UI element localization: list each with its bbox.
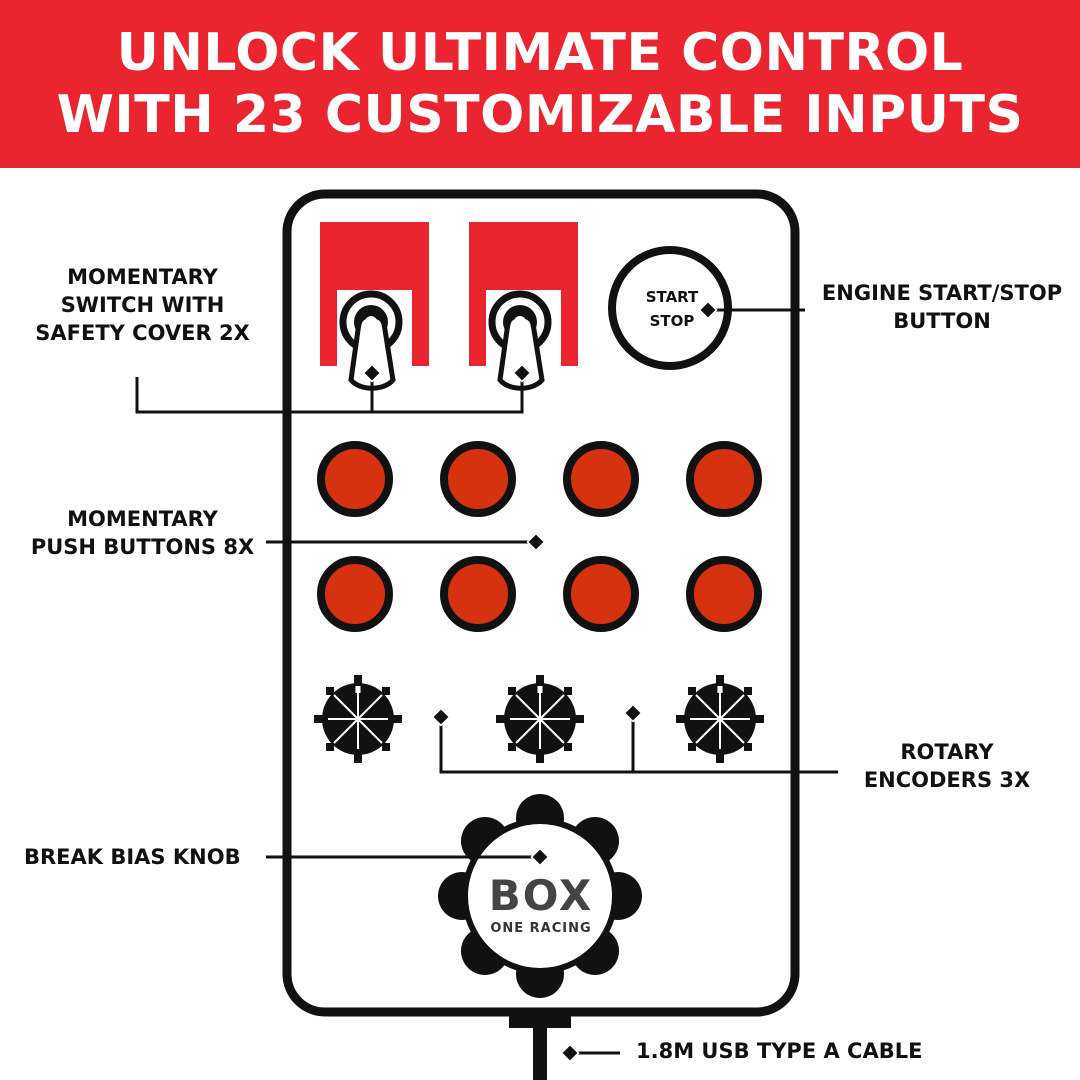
push-button[interactable]: [686, 441, 762, 517]
controller-body: [282, 189, 800, 1017]
push-button[interactable]: [440, 441, 516, 517]
bias-knob[interactable]: BOX ONE RACING: [438, 794, 642, 998]
push-button[interactable]: [317, 441, 393, 517]
stop-label: STOP: [650, 312, 695, 330]
brand-logo: BOX: [489, 871, 594, 920]
start-label: START: [646, 288, 699, 306]
callout-lines: [135, 308, 838, 1055]
brand-sub: ONE RACING: [490, 921, 591, 936]
push-button[interactable]: [317, 556, 393, 632]
safety-switch-left[interactable]: [320, 222, 429, 391]
header-banner: UNLOCK ULTIMATE CONTROL WITH 23 CUSTOMIZ…: [0, 0, 1080, 168]
label-push-buttons: MOMENTARY PUSH BUTTONS 8X: [30, 507, 255, 559]
push-button[interactable]: [563, 556, 639, 632]
push-button[interactable]: [440, 556, 516, 632]
label-rotary-encoders: ROTARY ENCODERS 3X: [863, 740, 1031, 792]
label-usb-cable: 1.8M USB TYPE A CABLE: [636, 1039, 923, 1063]
callout-markers: [362, 300, 718, 1063]
start-stop-button[interactable]: START STOP: [608, 246, 732, 370]
label-safety-switch: MOMENTARY SWITCH WITH SAFETY COVER 2X: [35, 265, 250, 345]
label-engine-start-stop: ENGINE START/STOP BUTTON: [821, 281, 1063, 333]
label-bias-knob: BREAK BIAS KNOB: [24, 845, 241, 869]
rotary-encoder[interactable]: [496, 675, 584, 763]
rotary-encoder[interactable]: [314, 675, 402, 763]
safety-switch-right[interactable]: [469, 222, 578, 391]
headline-line-1: UNLOCK ULTIMATE CONTROL: [116, 23, 964, 83]
rotary-encoder[interactable]: [676, 675, 764, 763]
push-button[interactable]: [686, 556, 762, 632]
push-button-grid: [317, 441, 762, 632]
usb-cable-icon: [509, 1008, 571, 1080]
push-button[interactable]: [563, 441, 639, 517]
headline-line-2: WITH 23 CUSTOMIZABLE INPUTS: [56, 85, 1024, 145]
